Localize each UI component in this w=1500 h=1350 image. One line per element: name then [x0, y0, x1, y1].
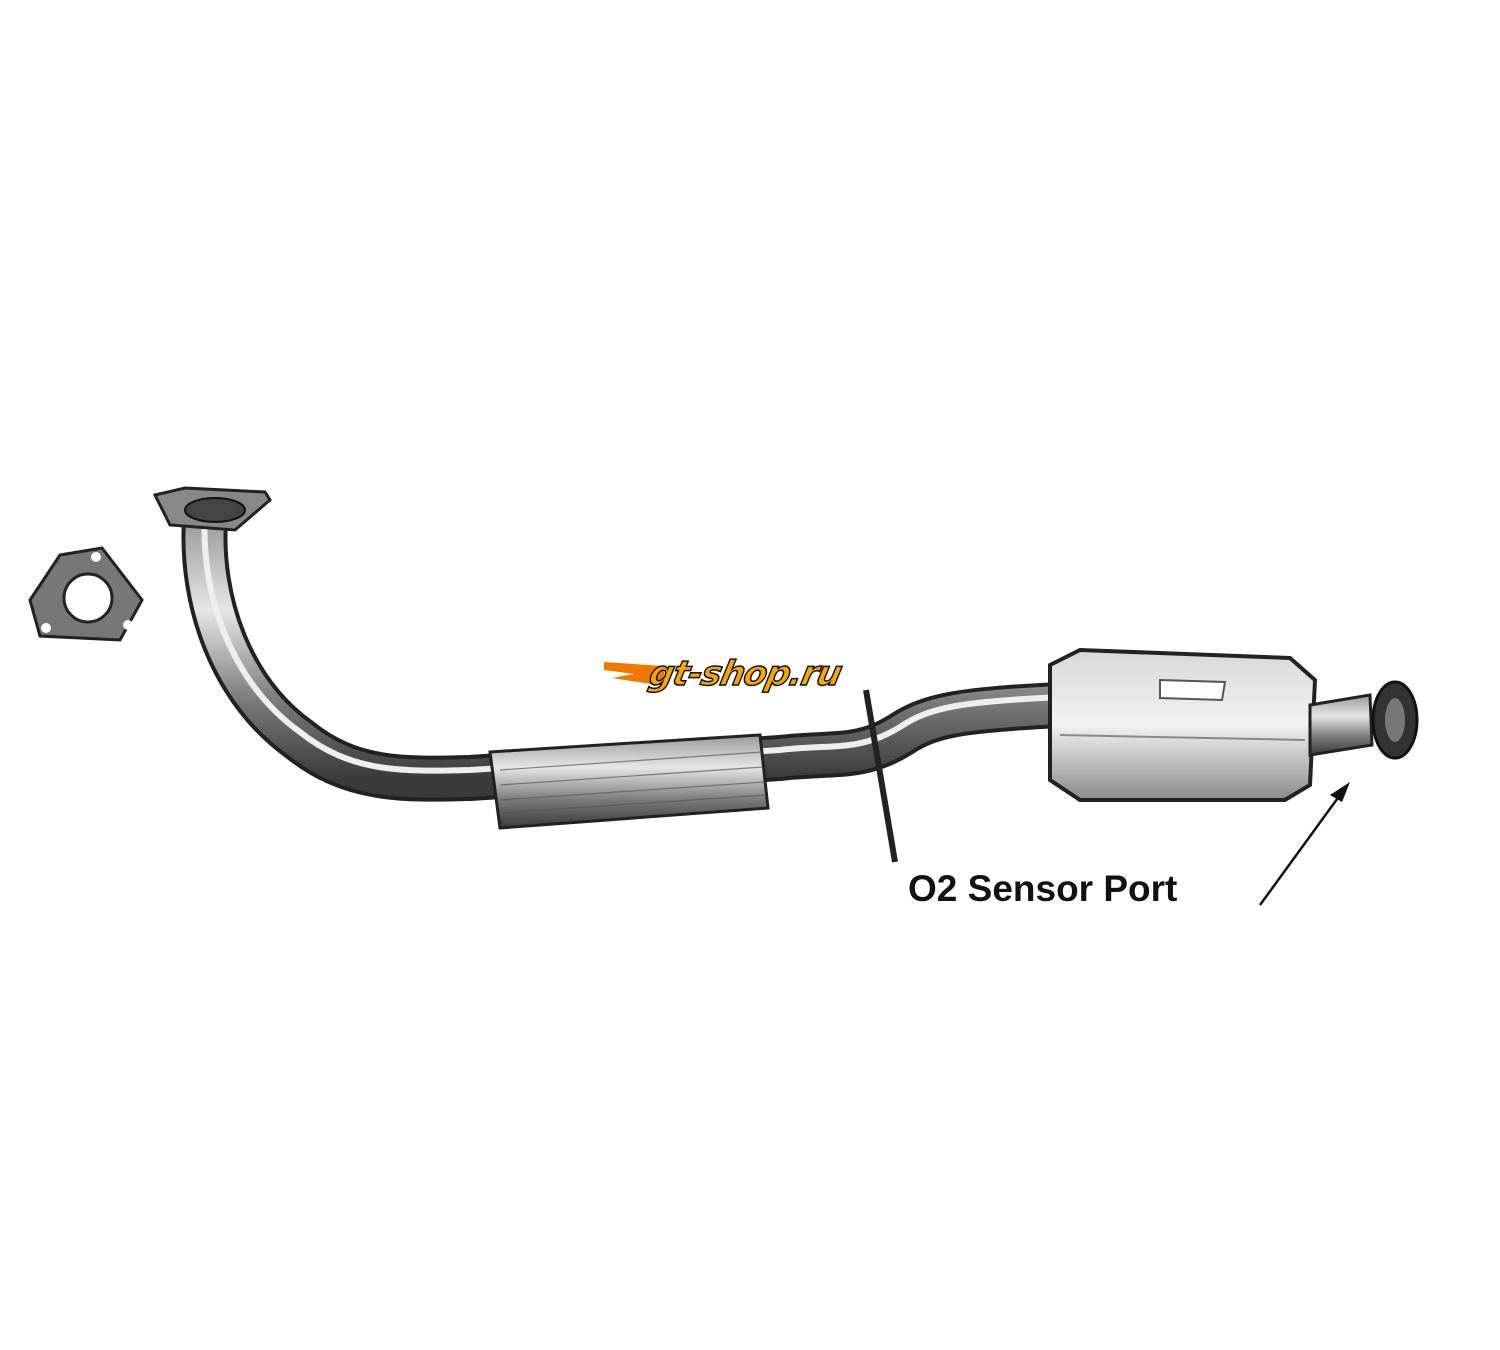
- flex-section: [488, 733, 770, 830]
- gasket: [28, 546, 144, 642]
- watermark-text: gt-shop.ru: [645, 653, 846, 695]
- inlet-flange: [152, 486, 272, 532]
- catalytic-converter: [1048, 647, 1318, 802]
- front-pipe: [181, 497, 1083, 802]
- callout-arrow: [1258, 782, 1350, 906]
- outlet-flange: [1308, 680, 1419, 760]
- sensor-port-pointer: [863, 689, 898, 863]
- watermark-logo: gt-shop.ru: [604, 652, 894, 702]
- speed-lines-icon: [604, 662, 664, 686]
- o2-sensor-port-label: O2 Sensor Port: [908, 868, 1178, 909]
